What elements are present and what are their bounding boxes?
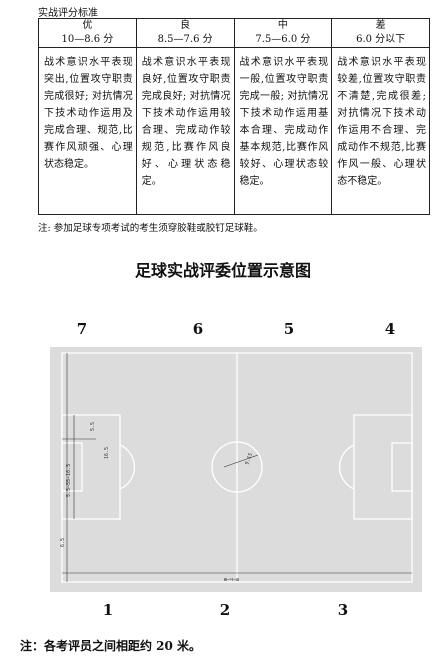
judge-5-label: 5 [283,320,295,338]
shoes-note: 注: 参加足球专项考试的考生须穿胶鞋或胶钉足球鞋。 [38,223,263,234]
grade-header: 差 6.0 分以下 [331,18,430,48]
right-goal-area [391,442,413,492]
judge-4-label: 4 [384,320,396,338]
distance-note: 注：各考评员之间相距约 20 米。 [20,639,202,653]
left-goal-area-label: 16.5 [104,447,110,459]
judge-3-label: 3 [337,601,349,619]
left-goal-area [61,442,83,492]
center-circle [211,441,263,493]
right-penalty-area [353,414,413,520]
judge-7-label: 7 [76,320,88,338]
grading-table: 优 10—8.6 分 良 8.5—7.6 分 中 7.5—6.0 分 差 6.0 分以下… [38,18,430,215]
grade-description: 战术意识水平表现突出,位置攻守职责完成很好; 对抗情况下技术动作运用及完成合理、… [38,47,137,215]
center-circle-label: 9.15 [244,452,254,465]
grade-header-row: 优 10—8.6 分 良 8.5—7.6 分 中 7.5—6.0 分 差 6.0 分以下 [38,18,430,48]
left-penalty-label: 5.5 [90,422,96,431]
diagram-title: 足球实战评委位置示意图 [134,261,311,280]
judge-2-label: 2 [219,601,231,619]
grade-range: 7.5—6.0 分 [255,34,311,45]
grade-level: 差 [375,20,386,31]
left-penalty-arc [119,444,136,490]
grade-level: 中 [277,20,288,31]
grade-header: 良 8.5—7.6 分 [135,18,235,48]
left-side-label: 6.5 [60,538,66,547]
grade-description: 战术意识水平表现良好,位置攻守职责完成良好; 对抗情况下技术动作运用较合理、完成… [135,47,235,215]
judge-6-label: 6 [192,320,204,338]
left-depth-label: 5.5—55—16.5 [66,464,72,497]
grade-level: 优 [82,20,93,31]
center-radius-line [223,454,259,468]
right-penalty-arc [338,444,355,490]
grade-desc-row: 战术意识水平表现突出,位置攻守职责完成很好; 对抗情况下技术动作运用及完成合理、… [38,47,430,215]
field-drawing: 5.5—55—16.5 5.5 16.5 6.5 9.15 ю—ч—ш [60,352,413,583]
grade-range: 10—8.6 分 [61,34,114,45]
grade-description: 战术意识水平表现较差,位置攻守职责不清楚,完成很差; 对抗情况下技术动作运用不合… [331,47,430,215]
football-field-diagram: 5.5—55—16.5 5.5 16.5 6.5 9.15 ю—ч—ш [50,347,422,592]
bottom-dimension-label: ю—ч—ш [224,577,239,583]
grade-header: 中 7.5—6.0 分 [233,18,333,48]
grade-range: 6.0 分以下 [356,34,406,45]
grade-level: 良 [180,20,191,31]
grade-range: 8.5—7.6 分 [157,34,213,45]
grade-header: 优 10—8.6 分 [38,18,137,48]
judge-1-label: 1 [102,601,114,619]
table-caption: 实战评分标准 [38,8,98,19]
grade-description: 战术意识水平表现一般,位置攻守职责完成一般; 对抗情况下技术动作运用基本合理、完… [233,47,333,215]
